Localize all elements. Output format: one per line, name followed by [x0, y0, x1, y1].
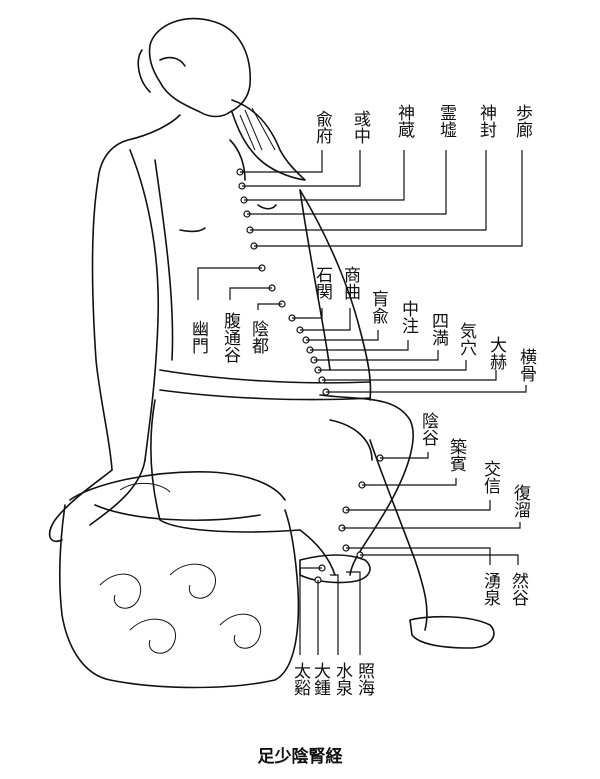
label-shencang: 神蔵: [394, 104, 415, 138]
label-lingxu: 霊墟: [436, 104, 457, 138]
label-yingu: 陰谷: [418, 412, 439, 446]
label-youmen: 幽門: [188, 320, 208, 355]
label-siman: 四満: [428, 312, 449, 347]
labels-foot-right: 湧泉 然谷: [480, 572, 529, 606]
label-zhaohai: 照海: [354, 662, 375, 697]
label-futonggu: 腹通谷: [220, 312, 241, 363]
label-huangshu: 肓兪: [368, 290, 389, 325]
figure-caption: 足少陰腎経: [258, 746, 344, 767]
label-dahe: 大赫: [486, 336, 507, 371]
label-rangu: 然谷: [508, 572, 529, 606]
leader-lines: [197, 150, 527, 655]
labels-upper-chest: 兪府 彧中 神蔵 霊墟 神封 歩廊: [312, 104, 533, 145]
label-shenfeng: 神封: [476, 104, 497, 138]
label-zhongzhu: 中注: [398, 300, 419, 334]
label-fuliu: 復溜: [510, 484, 531, 518]
label-yongquan: 湧泉: [480, 572, 501, 606]
label-yindu: 陰都: [248, 320, 269, 354]
labels-foot-bottom: 太谿 大鍾 水泉 照海: [290, 662, 375, 697]
label-yuzhong: 彧中: [350, 110, 371, 144]
labels-abdomen: 幽門 腹通谷 陰都 石関 商曲 肓兪 中注 四満 気穴 大赫 横骨: [188, 266, 537, 382]
label-taixi: 太谿: [290, 662, 311, 696]
acupoint-markers: [236, 168, 384, 584]
label-shangqu: 商曲: [340, 266, 360, 300]
label-bulang: 歩廊: [512, 104, 533, 138]
label-zhubin: 築賓: [446, 438, 467, 472]
seated-figure-illustration: [48, 17, 495, 689]
label-dazhong: 大鍾: [310, 662, 331, 696]
label-jiaoxin: 交信: [480, 460, 501, 494]
labels-leg: 陰谷 築賓 交信 復溜: [418, 412, 531, 518]
label-shuiquan: 水泉: [332, 662, 353, 696]
label-yufu: 兪府: [312, 110, 333, 145]
label-shiguan: 石関: [312, 266, 333, 300]
label-henggu: 横骨: [516, 348, 537, 382]
label-qixue: 気穴: [456, 322, 477, 356]
